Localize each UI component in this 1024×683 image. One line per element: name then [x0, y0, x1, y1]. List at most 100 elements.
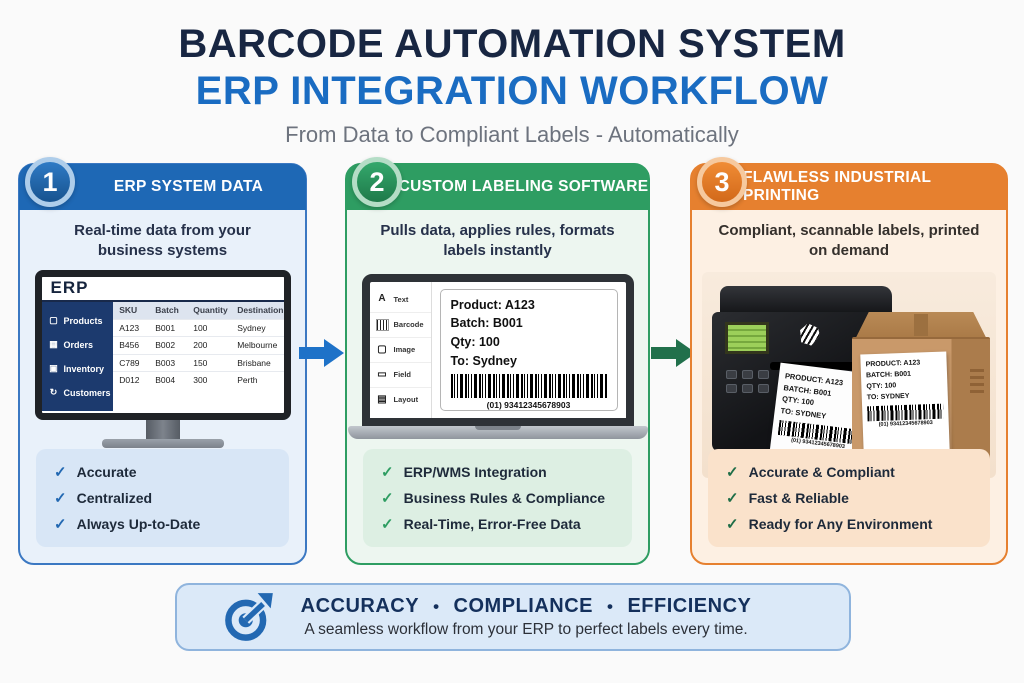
table-cell: A123: [119, 322, 140, 333]
table-cell: B456: [119, 340, 140, 351]
benefit-list: ✓ Accurate & Compliant ✓ Fast & Reliable…: [708, 449, 990, 547]
column-header-sku: SKU: [119, 305, 138, 315]
table-cell: Melbourne: [237, 340, 278, 351]
tool-item-layout: ▤ Layout: [369, 386, 431, 412]
table-row: A123 B001 100 Sydney: [113, 318, 284, 337]
tool-item-field: ▭ Field: [369, 361, 431, 387]
sidebar-item-products: ▢ Products: [49, 315, 103, 326]
benefit-item: ✓ Fast & Reliable: [726, 485, 976, 511]
barcode-text: (01) 93412345678903: [486, 399, 571, 410]
check-icon: ✓: [381, 464, 394, 481]
printer-label-slot: [770, 361, 874, 370]
table-cell: C789: [119, 357, 140, 368]
table-cell: 200: [193, 340, 208, 351]
sidebar-item-customers: ↻ Customers: [49, 387, 111, 398]
table-header-row: SKU Batch Quantity Destination: [113, 301, 284, 319]
erp-monitor: ERP ▢ Products ▦ Orders ▣ Inventory: [34, 269, 291, 448]
check-icon: ✓: [726, 464, 739, 481]
check-icon: ✓: [54, 516, 67, 533]
table-cell: Perth: [237, 375, 258, 386]
label-line: To: Sydney: [450, 353, 517, 368]
label-line: Qty: 100: [450, 335, 500, 349]
printer-button: [742, 369, 753, 379]
benefit-label: ERP/WMS Integration: [403, 464, 547, 480]
table-cell: B001: [155, 322, 176, 333]
step-description: Real-time data from your business system…: [74, 222, 251, 260]
step-description: Pulls data, applies rules, formats label…: [380, 222, 615, 260]
erp-screen: ERP ▢ Products ▦ Orders ▣ Inventory: [34, 269, 291, 420]
column-header-quantity: Quantity: [193, 305, 228, 315]
benefit-label: Accurate: [76, 464, 137, 480]
sidebar-item-inventory: ▣ Inventory: [49, 363, 105, 374]
benefit-item: ✓ Accurate & Compliant: [726, 459, 976, 485]
box-label: PRODUCT: A123 BATCH: B001 QTY: 100 TO: S…: [860, 351, 950, 454]
benefit-label: Fast & Reliable: [748, 490, 849, 506]
check-icon: ✓: [726, 490, 739, 507]
tool-palette: A Text Barcode ▢ Image ▭ Field ▤ Layo: [369, 281, 432, 418]
tool-item-image: ▢ Image: [369, 336, 431, 362]
barcode: [867, 403, 944, 422]
printer-buttons: [726, 369, 769, 393]
barcode: [450, 373, 607, 398]
benefit-item: ✓ ERP/WMS Integration: [381, 459, 618, 485]
printing-scene: PRODUCT: A123 BATCH: B001 QTY: 100 TO: S…: [702, 271, 996, 478]
bullet-separator: •: [607, 597, 614, 616]
sidebar-item-orders: ▦ Orders: [49, 339, 94, 350]
benefit-label: Ready for Any Environment: [748, 516, 933, 532]
layout-icon: ▤: [377, 393, 387, 405]
label-line: Product: A123: [450, 297, 535, 312]
footer-tagline: A seamless workflow from your ERP to per…: [304, 621, 748, 638]
box-top-flaps: [856, 311, 986, 338]
erp-sidebar: ▢ Products ▦ Orders ▣ Inventory ↻ Custom…: [41, 301, 114, 411]
check-icon: ✓: [54, 490, 67, 507]
benefit-item: ✓ Always Up-to-Date: [54, 511, 275, 537]
column-header-batch: Batch: [155, 305, 179, 315]
benefit-label: Always Up-to-Date: [76, 516, 201, 532]
customers-icon: ↻: [49, 387, 58, 397]
shipping-box: PRODUCT: A123 BATCH: B001 QTY: 100 TO: S…: [852, 311, 990, 468]
products-icon: ▢: [49, 315, 58, 325]
box-front: PRODUCT: A123 BATCH: B001 QTY: 100 TO: S…: [852, 336, 990, 468]
check-icon: ✓: [381, 490, 394, 507]
step-number-badge: 1: [25, 157, 75, 207]
benefit-item: ✓ Accurate: [54, 459, 275, 485]
benefit-label: Business Rules & Compliance: [403, 490, 606, 506]
column-header-destination: Destination: [237, 305, 284, 315]
table-row: D012 B004 300 Perth: [113, 371, 284, 389]
table-cell: 150: [193, 357, 208, 368]
text-icon: A: [378, 293, 386, 304]
industrial-printer: PRODUCT: A123 BATCH: B001 QTY: 100 TO: S…: [712, 285, 906, 475]
monitor-base: [101, 438, 224, 448]
benefit-item: ✓ Ready for Any Environment: [726, 511, 976, 537]
bullet-separator: •: [433, 597, 440, 616]
step-panel-erp-data: 1 ERP SYSTEM DATA Real-time data from yo…: [18, 157, 307, 565]
target-arrow-icon: [225, 593, 273, 641]
headline-word: EFFICIENCY: [627, 595, 752, 617]
headline-word: ACCURACY: [300, 595, 420, 617]
box-tape: [914, 313, 928, 336]
printer-button: [726, 369, 737, 379]
workflow-subtitle: ERP INTEGRATION WORKFLOW: [195, 69, 829, 113]
table-row: C789 B003 150 Brisbane: [113, 353, 284, 372]
field-icon: ▭: [377, 368, 387, 380]
footer-banner: ACCURACY•COMPLIANCE•EFFICIENCY A seamles…: [175, 583, 851, 651]
barcode-icon: [375, 318, 389, 331]
table-cell: Brisbane: [237, 357, 271, 368]
benefit-label: Centralized: [76, 490, 153, 506]
step-description: Compliant, scannable labels, printed on …: [718, 222, 980, 260]
step-panel-industrial-printing: 3 FLAWLESS INDUSTRIAL PRINTING Compliant…: [690, 157, 1008, 565]
orders-icon: ▦: [49, 339, 58, 349]
benefit-list: ✓ Accurate ✓ Centralized ✓ Always Up-to-…: [36, 449, 289, 547]
table-cell: Sydney: [237, 322, 266, 333]
table-cell: 100: [193, 322, 208, 333]
step-number-badge: 2: [352, 157, 402, 207]
benefit-label: Real-Time, Error-Free Data: [403, 516, 581, 532]
laptop-base: [347, 425, 648, 439]
step-number-badge: 3: [697, 157, 747, 207]
zebra-logo-icon: [800, 323, 820, 346]
box-handle: [970, 368, 984, 395]
tagline: From Data to Compliant Labels - Automati…: [285, 122, 739, 147]
tool-item-text: A Text: [370, 287, 431, 312]
benefit-list: ✓ ERP/WMS Integration ✓ Business Rules &…: [363, 449, 632, 547]
benefit-item: ✓ Business Rules & Compliance: [381, 485, 618, 511]
